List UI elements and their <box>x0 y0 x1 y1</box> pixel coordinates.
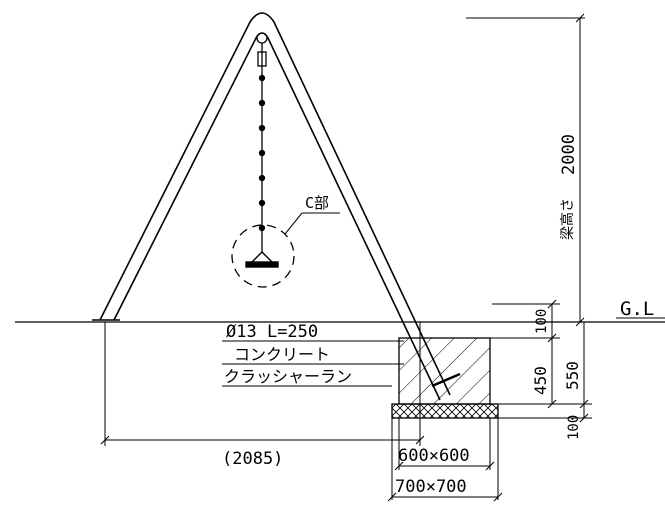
dim-450-label: 450 <box>531 366 550 395</box>
dim-100-top-label: 100 <box>534 309 550 334</box>
footing-vertical-dims <box>490 299 592 423</box>
beam-height-label: 梁高さ <box>559 198 576 240</box>
anchor-label: Ø13 L=250 <box>226 322 318 342</box>
height-dimension <box>466 13 585 327</box>
footing-width-dims <box>387 418 503 502</box>
crusher-run-label: クラッシャーラン <box>224 367 352 386</box>
crusher-run-base <box>391 403 499 419</box>
detail-c-label: C部 <box>305 194 329 212</box>
dim-100-bottom-label: 100 <box>566 415 582 440</box>
footing-600-label: 600×600 <box>398 446 470 466</box>
concrete-label: コンクリート <box>234 345 330 364</box>
anchor-bar <box>431 372 461 388</box>
footing-700-label: 700×700 <box>395 477 467 497</box>
footing-leaders <box>222 340 404 387</box>
swing-chain <box>256 32 268 252</box>
gl-label: G.L <box>620 298 654 320</box>
detail-c-circle <box>231 224 295 288</box>
concrete-footing <box>398 337 491 405</box>
span-2085-label: (2085) <box>222 449 283 469</box>
detail-c-leader <box>284 212 303 235</box>
swing-seat <box>245 251 279 268</box>
height-2000-label: 2000 <box>559 134 579 175</box>
dim-550-label: 550 <box>563 361 582 390</box>
span-dimension <box>100 322 425 446</box>
